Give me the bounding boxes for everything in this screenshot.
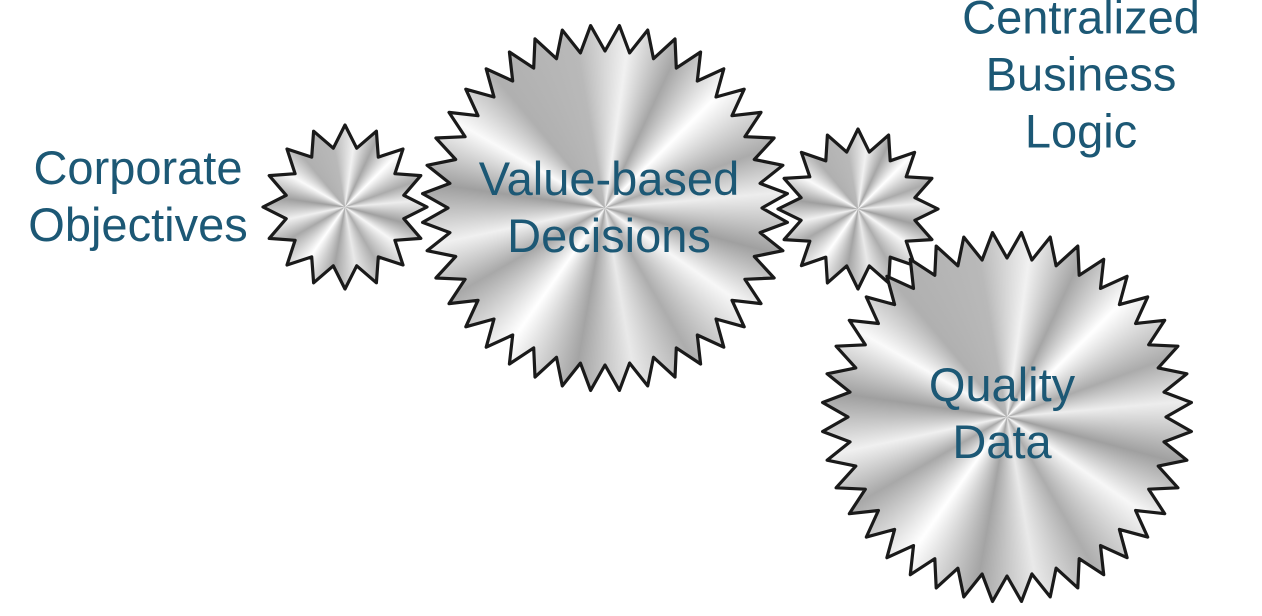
label-centralized-business-logic: Centralized Business Logic	[962, 0, 1200, 158]
label-corporate-objectives: Corporate Objectives	[28, 141, 248, 251]
gear-outline	[776, 127, 940, 291]
gear-icon-value-based-decisions	[416, 19, 794, 397]
label-quality-data: Quality Data	[928, 358, 1076, 468]
label-value-based-decisions: Value-based Decisions	[478, 152, 740, 262]
gear-outline	[421, 24, 789, 392]
gear-icon-corporate-objectives	[257, 119, 433, 295]
gear-icon-quality-data	[816, 226, 1198, 608]
gear-outline	[821, 231, 1193, 603]
gear-outline	[261, 123, 429, 291]
